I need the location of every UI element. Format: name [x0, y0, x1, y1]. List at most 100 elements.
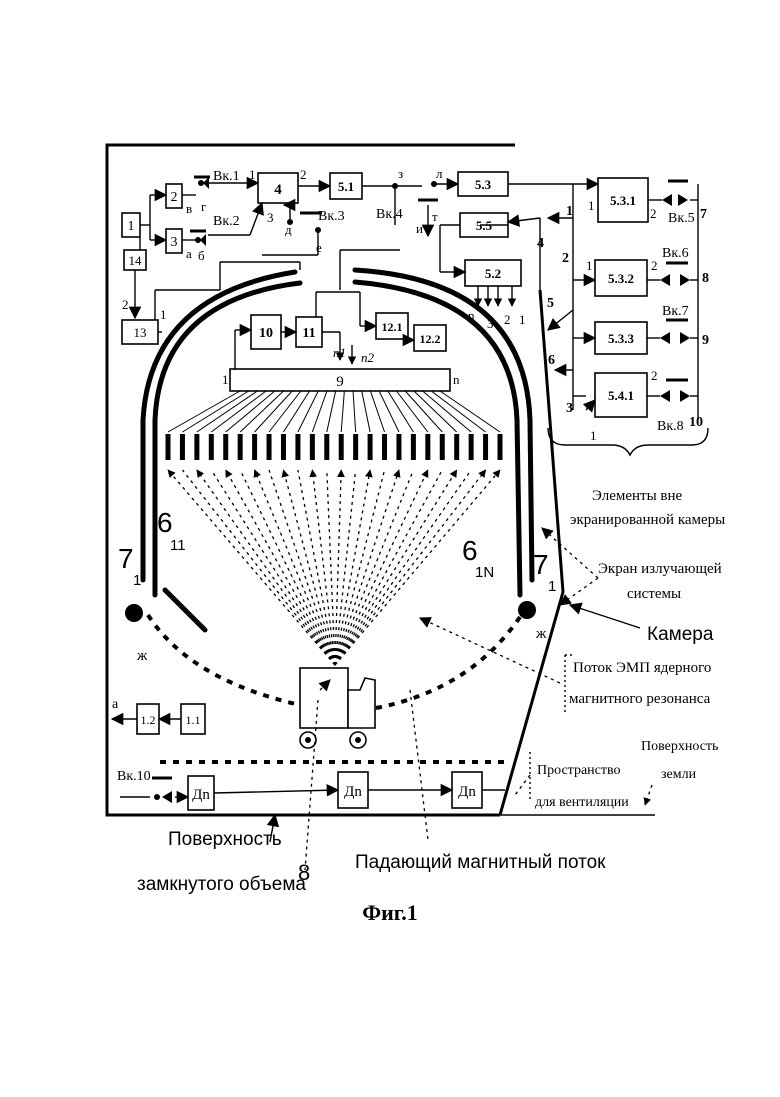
svg-text:з: з	[398, 166, 403, 181]
svg-text:3: 3	[487, 316, 494, 331]
block-5-4-1: 5.4.1	[595, 373, 647, 417]
svg-text:1: 1	[566, 204, 573, 219]
svg-text:Дn: Дn	[458, 784, 476, 800]
block-2: 2	[166, 184, 182, 208]
svg-text:14: 14	[129, 253, 143, 268]
flux-ray	[182, 470, 335, 665]
block-10: 10	[251, 315, 281, 349]
flux-ray	[240, 470, 335, 665]
fan-line	[327, 391, 336, 432]
svg-text:и: и	[416, 221, 423, 236]
svg-text:1.2: 1.2	[141, 713, 156, 727]
svg-text:Вк.5: Вк.5	[668, 211, 695, 226]
svg-text:2: 2	[651, 368, 658, 383]
flux-ray	[335, 470, 399, 665]
fan-line	[168, 391, 240, 432]
svg-text:л: л	[436, 166, 443, 181]
flux-ray	[335, 470, 471, 665]
svg-text:е: е	[316, 240, 322, 255]
svg-text:б: б	[198, 248, 205, 263]
flux-ray	[327, 470, 335, 665]
flux-rays	[168, 470, 500, 665]
svg-text:ж: ж	[535, 626, 547, 642]
svg-text:12.1: 12.1	[382, 320, 403, 334]
fan-line	[298, 391, 318, 432]
svg-text:1: 1	[160, 307, 167, 322]
fan-line	[312, 391, 327, 432]
emitter-array	[168, 391, 500, 460]
svg-text:Вк.6: Вк.6	[662, 246, 689, 261]
svg-text:5.1: 5.1	[338, 179, 354, 194]
svg-text:ж: ж	[136, 648, 148, 664]
svg-text:2: 2	[651, 258, 658, 273]
svg-text:3: 3	[566, 401, 573, 416]
fan-line	[226, 391, 275, 432]
fan-line	[440, 391, 500, 432]
svg-text:Пространство: Пространство	[537, 763, 621, 778]
svg-text:2: 2	[171, 190, 178, 205]
svg-text:Поток ЭМП ядерного: Поток ЭМП ядерного	[573, 660, 711, 676]
svg-text:1: 1	[548, 578, 556, 595]
svg-text:6: 6	[157, 507, 173, 538]
flux-ray	[269, 470, 335, 665]
flux-ray	[335, 470, 385, 665]
block-12-1: 12.1	[376, 313, 408, 339]
svg-text:Дn: Дn	[344, 784, 362, 800]
flux-ray	[298, 470, 335, 665]
svg-text:5: 5	[547, 296, 554, 311]
svg-text:5.3.2: 5.3.2	[608, 271, 634, 286]
svg-text:6: 6	[462, 535, 478, 566]
fan-line	[341, 391, 344, 432]
svg-text:n1: n1	[333, 345, 346, 360]
switch-vk2	[190, 231, 206, 246]
svg-text:3: 3	[267, 210, 274, 225]
svg-text:9: 9	[336, 374, 344, 390]
svg-text:Поверхность: Поверхность	[168, 829, 282, 850]
svg-text:Камера: Камера	[647, 624, 714, 645]
switch-vk6	[660, 263, 690, 286]
svg-text:9: 9	[702, 333, 709, 348]
switch-vk5	[662, 181, 688, 206]
switch-vk1	[194, 177, 210, 189]
switch-vk3	[287, 213, 322, 233]
svg-text:Падающий магнитный поток: Падающий магнитный поток	[355, 852, 606, 873]
fan-line	[362, 391, 370, 432]
block-5-3-3: 5.3.3	[595, 322, 647, 354]
svg-text:д: д	[285, 222, 292, 237]
svg-text:Вк.3: Вк.3	[318, 209, 345, 224]
svg-text:Вк.4: Вк.4	[376, 207, 403, 222]
fan-line	[423, 391, 472, 432]
switch-vk7	[660, 320, 690, 344]
block-11: 11	[296, 317, 322, 347]
fan-line	[353, 391, 356, 432]
svg-text:4: 4	[537, 236, 544, 251]
block-5-1: 5.1	[330, 173, 362, 199]
flux-ray	[335, 470, 486, 665]
svg-text:11: 11	[302, 326, 315, 341]
block-5-2: 5.2	[465, 260, 521, 286]
svg-text:системы: системы	[627, 586, 681, 602]
svg-text:3: 3	[171, 235, 178, 250]
block-9: 9	[230, 369, 450, 391]
svg-text:1: 1	[586, 258, 593, 273]
svg-text:n: n	[468, 308, 475, 323]
svg-text:1: 1	[588, 198, 595, 213]
block-dn-1: Дn	[188, 776, 214, 810]
svg-text:4: 4	[274, 182, 282, 198]
block-1: 1	[122, 213, 140, 237]
flux-ray	[283, 470, 335, 665]
source-7-right	[518, 601, 536, 619]
svg-text:замкнутого объема: замкнутого объема	[137, 874, 306, 895]
block-12-2: 12.2	[414, 325, 446, 351]
flux-ray	[335, 470, 457, 665]
svg-text:5.4.1: 5.4.1	[608, 388, 634, 403]
svg-text:1: 1	[590, 428, 597, 443]
svg-text:2: 2	[650, 206, 657, 221]
block-dn-3: Дn	[452, 772, 482, 808]
svg-text:Вк.2: Вк.2	[213, 214, 240, 229]
svg-text:5.3: 5.3	[475, 177, 492, 192]
svg-text:г: г	[201, 199, 206, 214]
fan-line	[414, 391, 457, 432]
svg-text:7: 7	[118, 543, 134, 574]
block-5-3-1: 5.3.1	[598, 178, 648, 222]
